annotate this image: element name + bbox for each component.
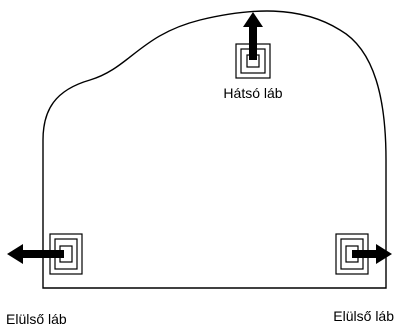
arrow-up-icon [243,12,263,60]
rear-leg-label: Hátsó láb [223,85,282,101]
front-left-leg [7,233,83,275]
rear-leg [235,12,271,79]
arrow-right-icon [352,244,392,264]
arrow-left-icon [7,244,64,264]
front-right-leg [335,233,392,275]
front-leg-right-label: Elülső láb [333,308,394,324]
piano-outline [42,10,387,289]
front-leg-left-label: Elülső láb [6,311,67,327]
